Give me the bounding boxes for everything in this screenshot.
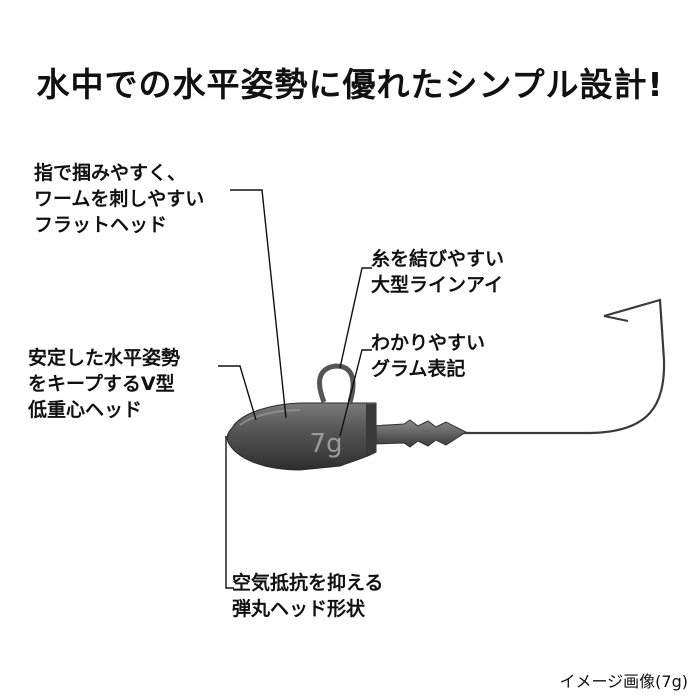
leader-bullet-shape <box>225 436 234 589</box>
hook-wire <box>440 298 666 435</box>
bullet-head <box>226 402 377 471</box>
callout-line: グラム表記 <box>371 358 466 380</box>
image-caption: イメージ画像(7g) <box>559 672 688 691</box>
callout-line: 糸を結びやすい <box>371 248 505 270</box>
callout-line: 弾丸ヘッド形状 <box>232 598 366 620</box>
callout-v-weight: 安定した水平姿勢 をキープするV型 低重心ヘッド <box>28 345 180 423</box>
line-eye <box>317 363 356 403</box>
head-highlight <box>239 409 301 426</box>
callout-line: 安定した水平姿勢 <box>28 347 181 369</box>
callout-line: 大型ラインアイ <box>371 274 504 296</box>
callout-line: ワームを刺しやすい <box>34 188 205 210</box>
callout-bullet-shape: 空気抵抗を抑える 弾丸ヘッド形状 <box>232 570 383 622</box>
callout-line: 低重心ヘッド <box>28 399 143 421</box>
callout-line-eye: 糸を結びやすい 大型ラインアイ <box>371 246 504 298</box>
hook-barb <box>603 315 629 322</box>
callout-gram-mark: わかりやすい グラム表記 <box>371 330 485 382</box>
callout-line: 指で掴みやすく、 <box>34 162 187 184</box>
callout-line: をキープするV型 <box>28 373 175 395</box>
callout-line: フラットヘッド <box>34 214 168 236</box>
worm-keeper <box>371 419 468 448</box>
weight-mark: 7g <box>309 429 342 459</box>
flat-face <box>366 404 376 456</box>
leader-flat-head <box>230 189 287 419</box>
leader-line-eye <box>339 267 372 369</box>
callout-line: 空気抵抗を抑える <box>232 572 384 594</box>
leader-gram-mark <box>339 349 372 437</box>
leader-v-weight <box>218 365 257 421</box>
callout-flat-head: 指で掴みやすく、 ワームを刺しやすい フラットヘッド <box>34 160 204 238</box>
callout-line: わかりやすい <box>371 332 486 354</box>
headline: 水中での水平姿勢に優れたシンプル設計! <box>36 65 664 104</box>
